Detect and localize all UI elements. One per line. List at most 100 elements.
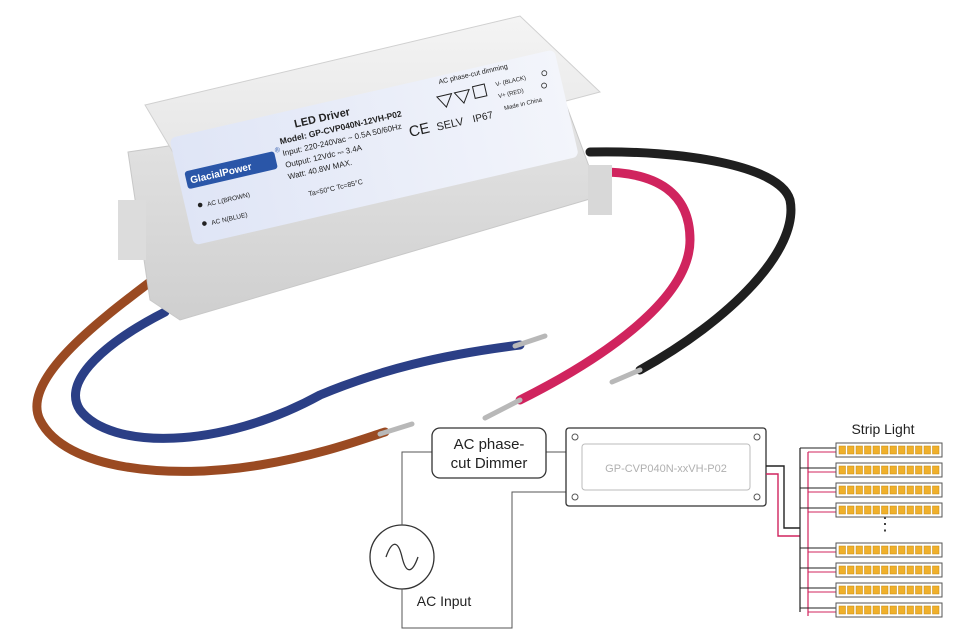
led-chip [838,545,846,555]
led-chip [855,465,863,475]
strip-light [800,482,943,498]
led-chip [915,465,923,475]
bin-icon [471,83,488,99]
led-chip [872,545,880,555]
led-chip [889,505,897,515]
dimmer-box [431,427,547,479]
led-chip [923,565,931,575]
led-chip [872,485,880,495]
led-chip [889,485,897,495]
led-chip [932,465,940,475]
led-chip [906,445,914,455]
strip-ellipsis: ⋮ [876,514,894,534]
led-chip [855,445,863,455]
led-chip [864,465,872,475]
led-chip [872,565,880,575]
led-chip [864,585,872,595]
strip-light-title: Strip Light [851,421,914,437]
led-chip [889,605,897,615]
led-chip [838,465,846,475]
strip-light [800,602,943,618]
ac-input-label: AC Input [417,593,472,609]
red-wire-tip [482,397,523,421]
brown-wire [32,277,390,476]
black-wire-tip [609,367,643,385]
led-chip [872,465,880,475]
led-chip [881,565,889,575]
strip-light [800,502,943,518]
led-chip [855,605,863,615]
mounting-tab-right [588,165,612,215]
led-chip [864,445,872,455]
driver-inner-label [581,443,751,491]
sine-wave-icon [385,543,419,571]
strip-light [800,582,943,598]
led-chip [864,605,872,615]
led-chip [881,545,889,555]
led-chip [906,585,914,595]
led-chip [847,605,855,615]
led-chip [915,605,923,615]
label-v-plus: V+ (RED) [498,88,525,100]
brand-mark: ® [274,146,282,155]
led-chip [898,565,906,575]
led-chip [923,465,931,475]
led-chip [847,585,855,595]
strip-light [800,442,943,458]
v-minus-dot-icon [541,70,548,77]
led-chip [881,585,889,595]
led-chip [923,605,931,615]
input-wires [32,277,548,476]
led-chip [915,565,923,575]
driver-screw-icon-4 [753,493,761,501]
led-chip [872,585,880,595]
led-chip [932,545,940,555]
driver-screw-icon-2 [753,433,761,441]
led-chip [847,445,855,455]
led-chip [906,505,914,515]
led-chip [923,585,931,595]
brown-wire-tip [377,421,415,437]
led-chip [847,465,855,475]
led-chip [906,485,914,495]
led-chip [923,445,931,455]
led-chip [881,605,889,615]
led-chip [881,485,889,495]
led-chip [898,545,906,555]
led-chip [838,485,846,495]
led-chip [855,485,863,495]
led-chip [838,565,846,575]
led-chip [898,485,906,495]
ip-rating: IP67 [472,110,495,125]
led-chip [915,585,923,595]
blue-wire [71,307,525,443]
led-chip [847,485,855,495]
dimmer-label-line2: cut Dimmer [451,455,528,472]
strip-light [800,562,943,578]
led-chip [898,445,906,455]
out-red-line [766,473,800,537]
led-chip [872,605,880,615]
driver-label: GlacialPower ® LED Driver Model: GP-CVP0… [170,50,578,245]
led-chip [881,445,889,455]
led-chip [838,505,846,515]
led-chip [906,565,914,575]
led-chip [898,505,906,515]
led-chip [915,485,923,495]
led-chip [889,545,897,555]
v-plus-dot-icon [541,82,547,89]
wiring-diagram [369,427,809,629]
strip-lights [800,442,943,618]
led-chip [932,445,940,455]
led-chip [881,465,889,475]
led-chip [855,505,863,515]
led-chip [855,585,863,595]
driver-screw-icon-3 [571,493,579,501]
led-chip [923,485,931,495]
led-chip [847,565,855,575]
led-chip [889,585,897,595]
label-background [170,50,578,245]
led-chip [915,505,923,515]
led-chip [889,565,897,575]
